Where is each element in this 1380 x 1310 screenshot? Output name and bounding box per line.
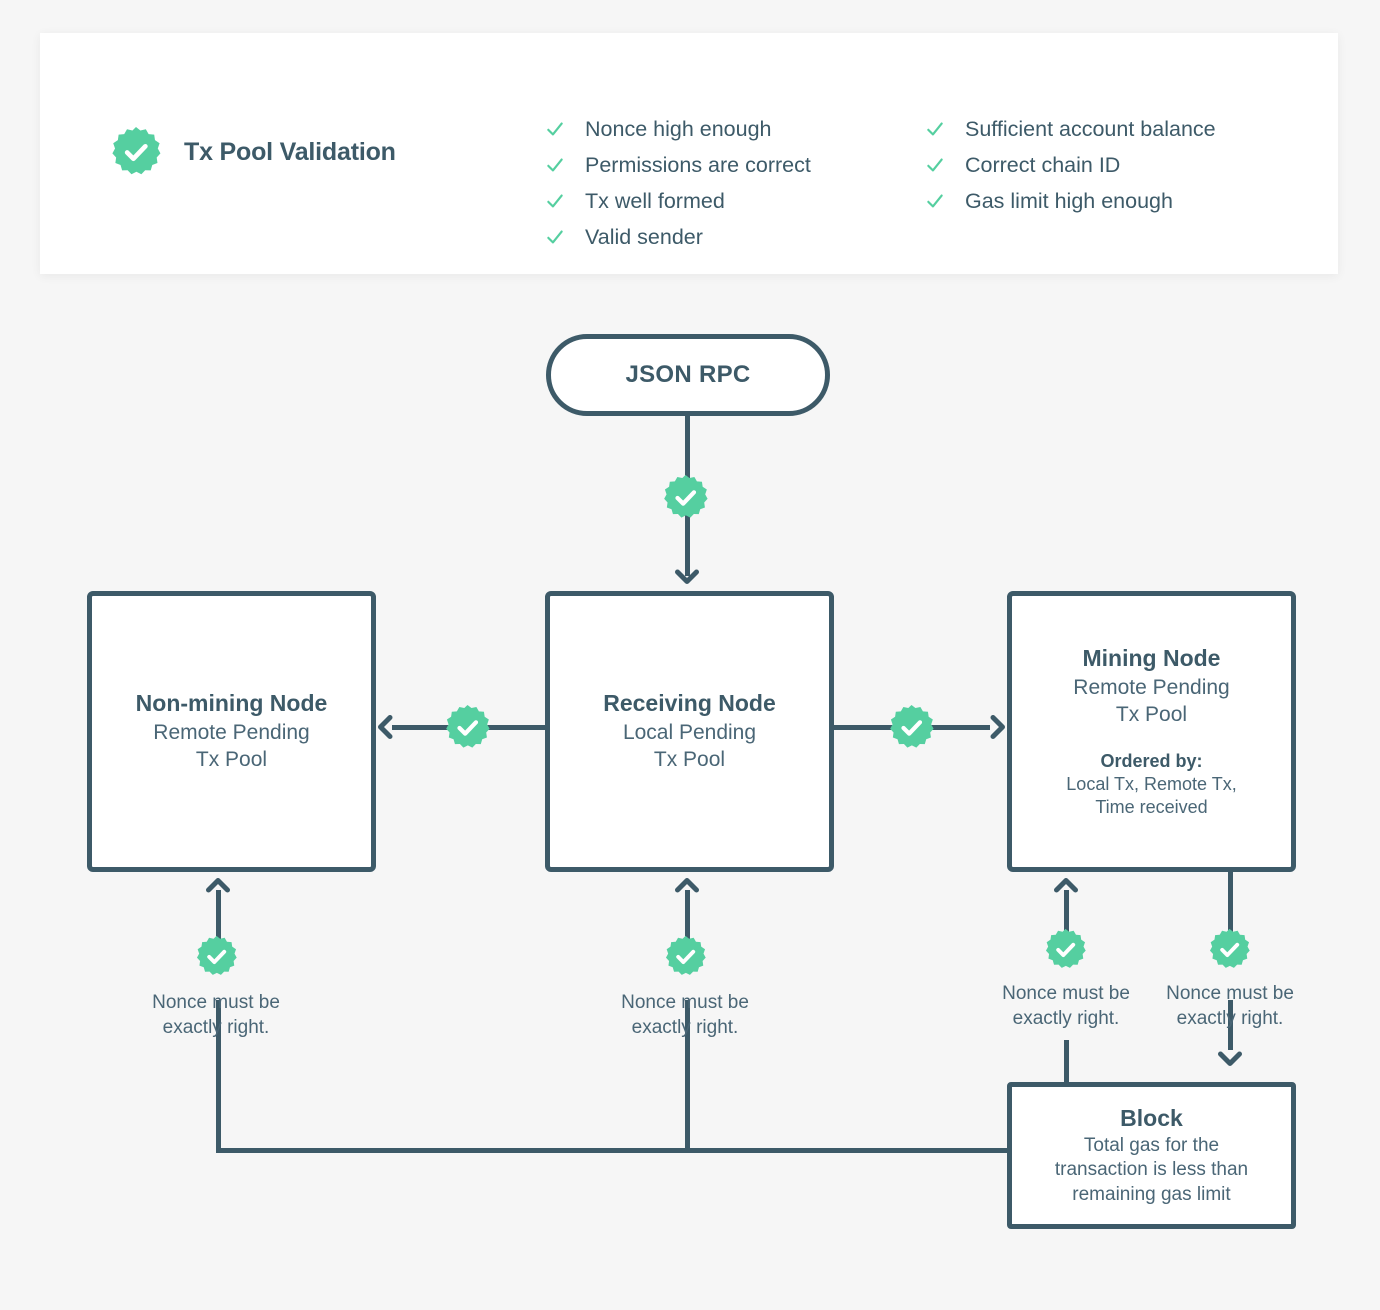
validation-badge-receiving-to-nonmining — [444, 704, 491, 751]
check-icon — [545, 191, 565, 211]
caption-nonce-non-mining: Nonce must be exactly right. — [152, 992, 280, 1039]
arrow-down-rpc-to-receiving — [674, 560, 700, 586]
edge-bus-to-nonmining-upper — [216, 890, 221, 962]
node-block-title: Block — [1120, 1105, 1183, 1132]
caption-nonce-mining-left: Nonce must be exactly right. — [1002, 983, 1130, 1030]
check-item-label: Valid sender — [585, 224, 703, 249]
edge-mining-to-block-upper — [1228, 870, 1233, 952]
validation-badge-block-to-nonmining — [195, 935, 238, 978]
check-item: Nonce high enough — [500, 111, 880, 147]
validation-checklist-column-left: Nonce high enough Permissions are correc… — [500, 111, 880, 255]
check-icon — [545, 155, 565, 175]
check-item-label: Gas limit high enough — [965, 188, 1173, 213]
check-item: Gas limit high enough — [880, 183, 1310, 219]
arrow-up-to-mining — [1053, 876, 1079, 902]
validation-badge-receiving-to-mining — [888, 704, 935, 751]
validation-title: Tx Pool Validation — [184, 137, 396, 166]
node-json-rpc-title: JSON RPC — [625, 361, 751, 388]
arrow-left-receiving-to-nonmining — [375, 714, 401, 740]
tx-pool-validation-panel: Tx Pool Validation Nonce high enough Per… — [40, 33, 1338, 274]
check-icon — [925, 191, 945, 211]
check-icon — [545, 227, 565, 247]
check-icon — [925, 119, 945, 139]
node-receiving-subtitle: Local Pending Tx Pool — [622, 721, 757, 771]
arrow-right-receiving-to-mining — [982, 714, 1008, 740]
node-block-subtitle: Total gas for the transaction is less th… — [1054, 1134, 1249, 1205]
node-block[interactable]: Block Total gas for the transaction is l… — [1007, 1082, 1296, 1229]
node-non-mining-title: Non-mining Node — [135, 690, 328, 717]
check-item: Sufficient account balance — [880, 111, 1310, 147]
check-item: Valid sender — [500, 219, 880, 255]
node-json-rpc[interactable]: JSON RPC — [546, 334, 830, 416]
check-item-label: Tx well formed — [585, 188, 725, 213]
node-non-mining[interactable]: Non-mining Node Remote Pending Tx Pool — [87, 591, 376, 872]
node-mining[interactable]: Mining Node Remote Pending Tx Pool Order… — [1007, 591, 1296, 872]
check-item-label: Nonce high enough — [585, 116, 772, 141]
node-mining-ordered-by-text: Local Tx, Remote Tx, Time received — [1066, 773, 1237, 817]
edge-bus-to-nonmining-lower — [216, 1000, 221, 1150]
validation-badge-block-to-mining — [1044, 928, 1087, 971]
validation-badge-rpc-to-receiving — [662, 474, 709, 521]
node-non-mining-subtitle: Remote Pending Tx Pool — [153, 721, 310, 771]
edge-block-return-bus — [216, 1148, 1011, 1153]
edge-block-to-mining-upper — [1064, 890, 1069, 952]
node-receiving-title: Receiving Node — [603, 690, 776, 717]
node-receiving[interactable]: Receiving Node Local Pending Tx Pool — [545, 591, 834, 872]
check-icon — [925, 155, 945, 175]
check-icon — [545, 119, 565, 139]
check-item-label: Permissions are correct — [585, 152, 811, 177]
node-mining-title: Mining Node — [1082, 644, 1221, 671]
validation-badge-mining-to-block — [1208, 928, 1251, 971]
check-item-label: Sufficient account balance — [965, 116, 1216, 141]
caption-nonce-mining-right: Nonce must be exactly right. — [1166, 983, 1294, 1030]
verified-check-badge-icon — [110, 126, 162, 178]
check-item: Permissions are correct — [500, 147, 880, 183]
caption-nonce-receiving: Nonce must be exactly right. — [621, 992, 749, 1039]
edge-bus-to-receiving-lower — [685, 1000, 690, 1150]
arrow-up-to-receiving — [674, 876, 700, 902]
arrow-up-to-nonmining — [205, 876, 231, 902]
node-mining-subtitle: Remote Pending Tx Pool — [1073, 675, 1230, 726]
arrow-down-mining-to-block — [1217, 1042, 1243, 1068]
validation-title-row: Tx Pool Validation — [110, 126, 396, 178]
check-item-label: Correct chain ID — [965, 152, 1121, 177]
node-mining-ordered-by-label: Ordered by: — [1100, 751, 1203, 772]
validation-checklist: Nonce high enough Permissions are correc… — [500, 111, 1310, 255]
check-item: Correct chain ID — [880, 147, 1310, 183]
edge-mining-to-block-lower — [1228, 1000, 1233, 1050]
check-item: Tx well formed — [500, 183, 880, 219]
edge-bus-to-receiving-upper — [685, 890, 690, 962]
validation-badge-block-to-receiving — [664, 935, 707, 978]
validation-checklist-column-right: Sufficient account balance Correct chain… — [880, 111, 1310, 255]
